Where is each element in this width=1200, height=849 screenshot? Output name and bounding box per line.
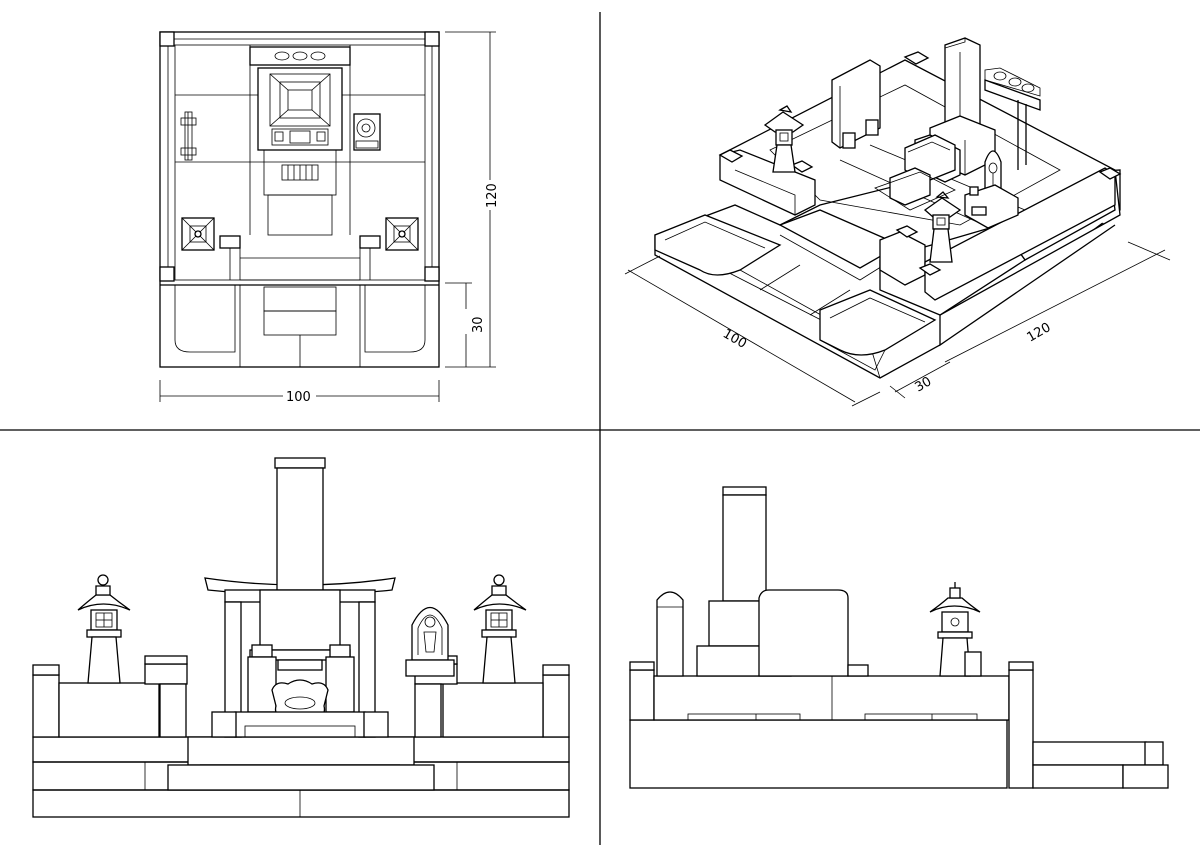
plan-step-label: 30 — [471, 316, 486, 333]
plan-view: 100 120 30 — [159, 31, 500, 405]
front-elevation — [32, 457, 570, 818]
iso-depth-label: 120 — [1025, 320, 1054, 345]
plan-width-label: 100 — [286, 390, 311, 405]
iso-width-label: 100 — [720, 326, 749, 351]
side-elevation — [629, 486, 1169, 789]
plan-depth-label: 120 — [485, 183, 500, 208]
quadrant-dividers — [0, 12, 1200, 845]
iso-step-label: 30 — [913, 374, 935, 395]
isometric-view: 100 120 30 — [624, 37, 1171, 407]
